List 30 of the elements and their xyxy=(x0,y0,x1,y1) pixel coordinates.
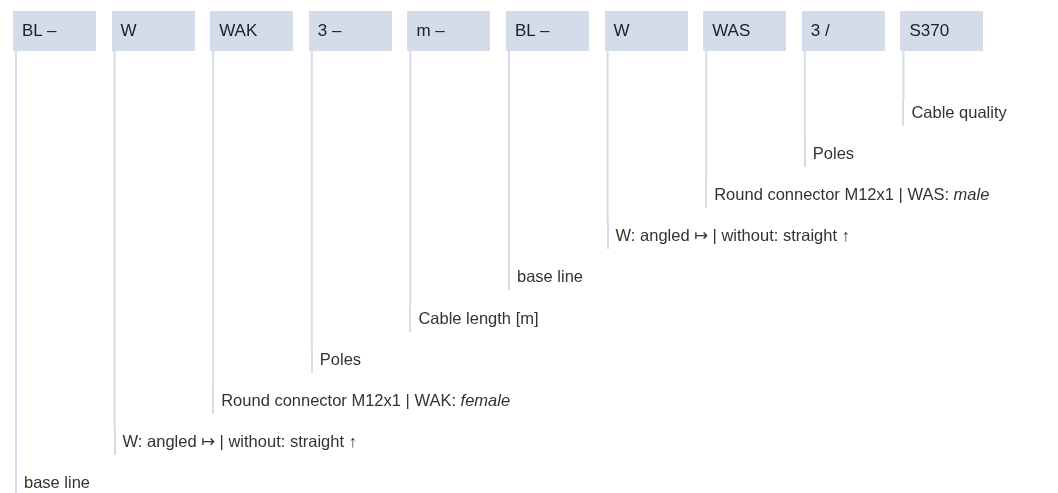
leader-line xyxy=(409,50,412,307)
segment-description: Poles xyxy=(310,346,362,373)
segment-description: Cable length [m] xyxy=(409,305,539,332)
code-segment: BL – xyxy=(506,11,589,51)
code-segment: W xyxy=(111,11,195,51)
leader-line xyxy=(902,50,905,101)
leader-line xyxy=(606,50,609,225)
code-segment: 3 – xyxy=(308,11,392,51)
code-segment: WAK xyxy=(210,11,294,51)
code-segment: BL – xyxy=(13,11,96,51)
segment-description: base line xyxy=(15,469,91,493)
code-segment: 3 / xyxy=(801,11,885,51)
segment-description: Cable quality xyxy=(902,100,1007,126)
leader-line xyxy=(705,50,708,184)
code-segment: S370 xyxy=(900,11,984,51)
segment-description: W: angled ↦ | without: straight ↑ xyxy=(606,223,850,250)
leader-line xyxy=(508,50,510,266)
segment-description: W: angled ↦ | without: straight ↑ xyxy=(113,428,357,455)
leader-line xyxy=(310,50,313,348)
segment-description: Round connector M12x1 | WAS: male xyxy=(705,182,990,209)
leader-line xyxy=(113,50,116,430)
segment-description: Poles xyxy=(803,141,855,168)
leader-line xyxy=(15,50,17,471)
code-segment: m – xyxy=(407,11,491,51)
segment-description: Round connector M12x1 | WAK: female xyxy=(212,387,511,414)
leader-line xyxy=(803,50,806,143)
code-segment: WAS xyxy=(703,11,787,51)
segment-description: base line xyxy=(508,264,584,291)
leader-line xyxy=(212,50,215,389)
code-segment: W xyxy=(604,11,688,51)
